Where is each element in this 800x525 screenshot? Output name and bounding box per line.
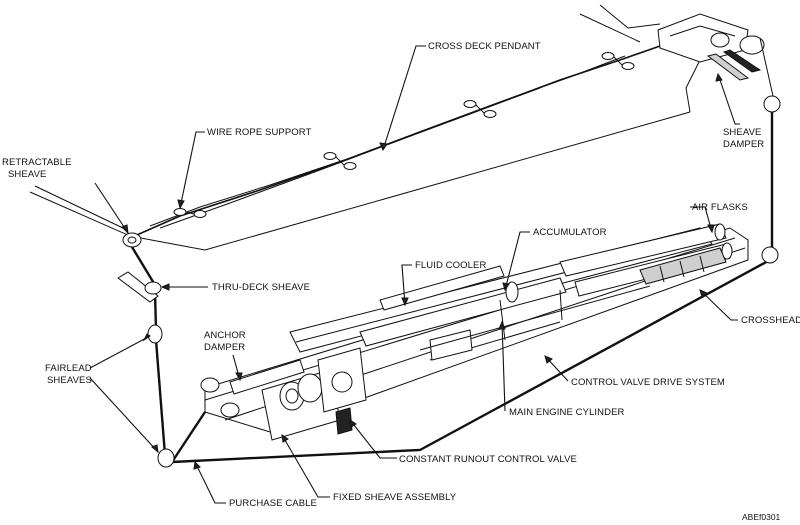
label-air-flasks: AIR FLASKS — [692, 202, 748, 213]
fairlead-sheaves — [147, 246, 779, 468]
wire-rope-support — [463, 100, 497, 118]
label-purchase-cable: PURCHASE CABLE — [229, 498, 317, 509]
arrowheads — [121, 72, 723, 470]
label-anchor-damper-line2: DAMPER — [204, 342, 245, 353]
thru-deck-sheave — [117, 271, 162, 303]
label-accumulator: ACCUMULATOR — [533, 227, 607, 238]
label-fairlead-sheaves-line1: FAIRLEAD — [45, 363, 92, 374]
cross-deck-pendant — [129, 37, 701, 239]
label-fluid-cooler: FLUID COOLER — [415, 260, 486, 271]
labels: CROSS DECK PENDANT WIRE ROPE SUPPORT RET… — [2, 41, 800, 522]
wire-rope-support — [173, 208, 207, 218]
label-main-engine-cylinder: MAIN ENGINE CYLINDER — [509, 407, 625, 418]
label-sheave-damper-line1: SHEAVE — [723, 127, 761, 138]
wire-rope-support — [601, 52, 635, 70]
label-crosshead: CROSSHEAD — [741, 315, 800, 326]
label-thru-deck-sheave: THRU-DECK SHEAVE — [212, 282, 310, 293]
label-retractable-sheave-line1: RETRACTABLE — [2, 157, 72, 168]
figure-code: ABEf0301 — [742, 512, 781, 522]
arresting-engine — [200, 223, 749, 441]
label-sheave-damper-line2: DAMPER — [723, 139, 764, 150]
right-sheave-assembly — [657, 13, 781, 113]
wire-rope-support — [323, 152, 357, 170]
label-fairlead-sheaves-line2: SHEAVES — [47, 375, 92, 386]
wire-rope-supports — [173, 52, 635, 218]
deck-outline — [29, 4, 701, 251]
label-constant-runout-control-valve: CONSTANT RUNOUT CONTROL VALVE — [399, 454, 577, 465]
label-fixed-sheave-assembly: FIXED SHEAVE ASSEMBLY — [333, 492, 457, 503]
retractable-sheave — [122, 232, 142, 248]
label-cross-deck-pendant: CROSS DECK PENDANT — [428, 41, 541, 52]
label-wire-rope-support: WIRE ROPE SUPPORT — [207, 127, 312, 138]
label-control-valve-drive-system: CONTROL VALVE DRIVE SYSTEM — [571, 377, 725, 388]
label-anchor-damper-line1: ANCHOR — [204, 330, 246, 341]
label-retractable-sheave-line2: SHEAVE — [8, 169, 46, 180]
leader-lines — [89, 45, 740, 504]
